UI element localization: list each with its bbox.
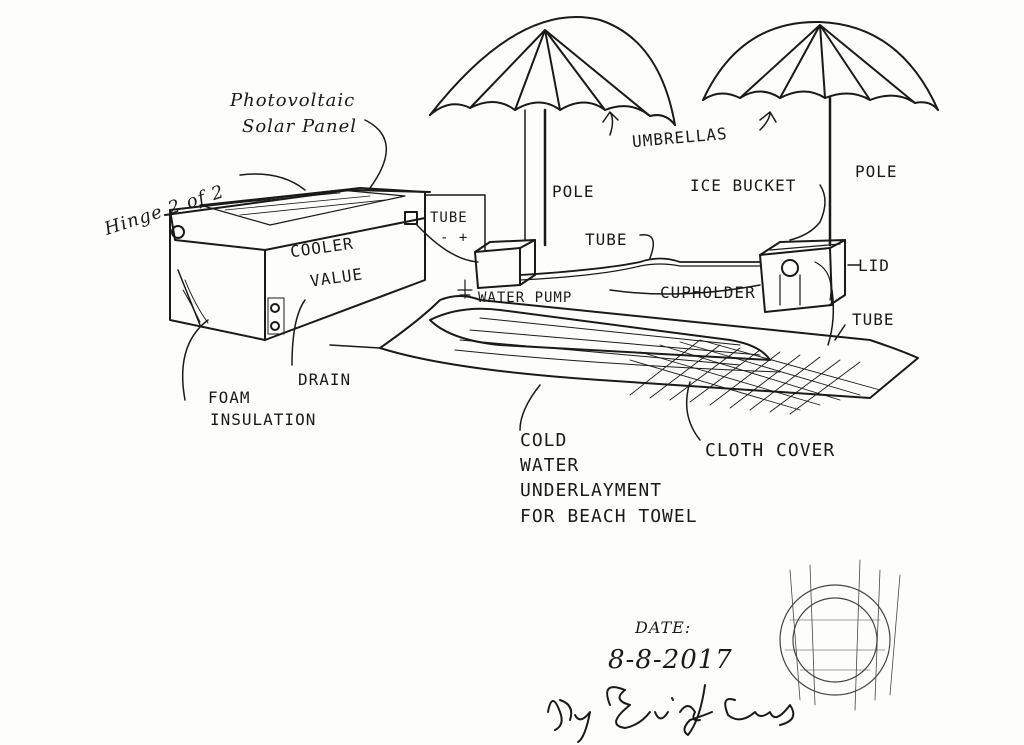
umbrella-right [702, 20, 939, 247]
label-underlayment: UNDERLAYMENT [520, 480, 663, 501]
cooler-box [164, 187, 431, 341]
label-date: DATE: [635, 618, 692, 637]
leader-lines [181, 111, 861, 441]
umbrella-left [429, 16, 676, 247]
label-photovoltaic: Photovoltaic [230, 90, 356, 111]
label-pole-right: POLE [855, 162, 898, 181]
label-for-beach-towel: FOR BEACH TOWEL [520, 506, 698, 527]
label-insulation: INSULATION [210, 410, 317, 429]
label-tube-left: TUBE [430, 210, 468, 226]
wire-cooler-pump [424, 194, 486, 251]
label-tube-right: TUBE [852, 310, 895, 329]
beach-towel-underlayment [329, 295, 919, 399]
label-cloth-cover: CLOTH COVER [705, 440, 836, 461]
label-cold: COLD [520, 430, 568, 451]
tube-cooler-pump [416, 224, 479, 263]
label-solar-panel: Solar Panel [242, 116, 358, 137]
signature-mark [547, 684, 795, 743]
notary-seal-icon [779, 559, 901, 711]
ice-bucket [759, 239, 846, 313]
date-value: 8-8-2017 [608, 645, 733, 675]
label-tube-mid: TUBE [585, 230, 628, 249]
label-lid: LID [858, 256, 890, 275]
label-drain: DRAIN [298, 370, 352, 389]
label-foam: FOAM [208, 388, 251, 407]
tube-pump-bucket-inner [519, 263, 761, 281]
tube-right [827, 289, 835, 346]
label-water: WATER [520, 455, 580, 476]
label-plus-minus: - + [440, 230, 469, 246]
label-water-pump: WATER PUMP [478, 290, 573, 306]
cloth-cover-hatch [629, 339, 881, 415]
label-ice-bucket: ICE BUCKET [690, 176, 797, 195]
label-pole-left: POLE [552, 182, 595, 201]
water-pump [457, 239, 536, 299]
label-cupholder: CUPHOLDER [660, 283, 756, 302]
tube-pump-bucket [519, 257, 761, 276]
